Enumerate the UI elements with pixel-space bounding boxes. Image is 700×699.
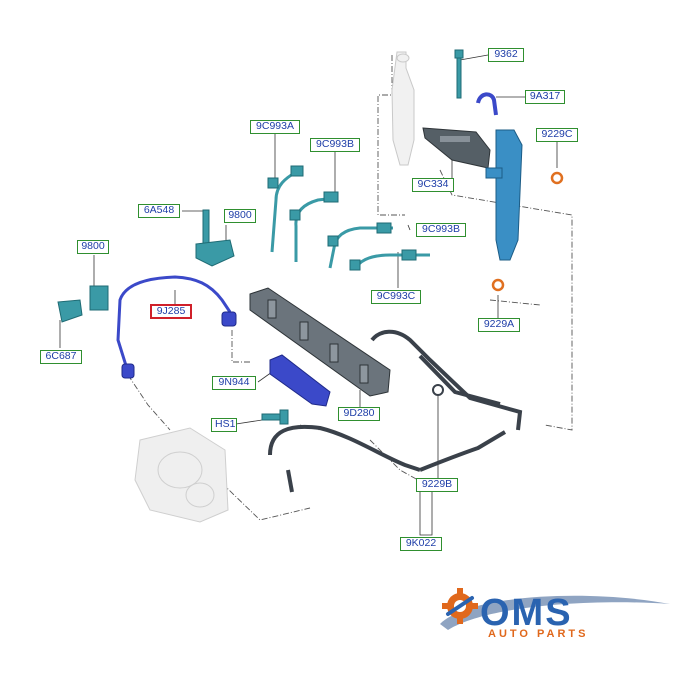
callout-9N944: 9N944 [212,376,256,390]
oms-logo-mark [440,588,670,630]
hp-pipe-nuts [267,165,417,271]
bolt-9362 [454,49,464,99]
callout-9229B: 9229B [416,478,458,492]
seal-9229B [432,384,444,396]
clamp-plate [422,127,491,169]
sensor-top [195,209,235,267]
seal-9229A [491,278,505,292]
injector-right [485,129,523,261]
bracket-9N944 [269,354,331,407]
sensor-left [57,285,109,323]
injector-ghost [391,51,415,166]
engine-ghost [134,427,229,523]
callout-9800-top: 9800 [224,209,256,223]
callout-HS1: HS1 [211,418,237,432]
fuel-hose-assembly [268,329,523,493]
logo-subtext: AUTO PARTS [488,628,589,640]
callout-9C993A: 9C993A [250,120,300,134]
callout-9229A: 9229A [478,318,520,332]
leak-off-hose [476,92,498,116]
callout-9C334: 9C334 [412,178,454,192]
callout-9800-left: 9800 [77,240,109,254]
logo-text: OMS [480,592,573,634]
callout-leaders [59,54,558,536]
fuel-rail [249,287,391,397]
callout-9229C: 9229C [536,128,578,142]
callout-9J285: 9J285 [150,304,192,319]
callout-9362: 9362 [488,48,524,62]
callout-9K022: 9K022 [400,537,442,551]
callout-6C687: 6C687 [40,350,82,364]
callout-6A548: 6A548 [138,204,180,218]
bolt-HS1 [261,409,289,425]
return-pipe [116,275,232,373]
callout-9C993B-top: 9C993B [310,138,360,152]
callout-9C993B-mid: 9C993B [416,223,466,237]
callout-9D280: 9D280 [338,407,380,421]
callout-9A317: 9A317 [525,90,565,104]
seal-9229C [550,171,564,185]
wrench-icon [446,596,474,616]
callout-9C993C: 9C993C [371,290,421,304]
